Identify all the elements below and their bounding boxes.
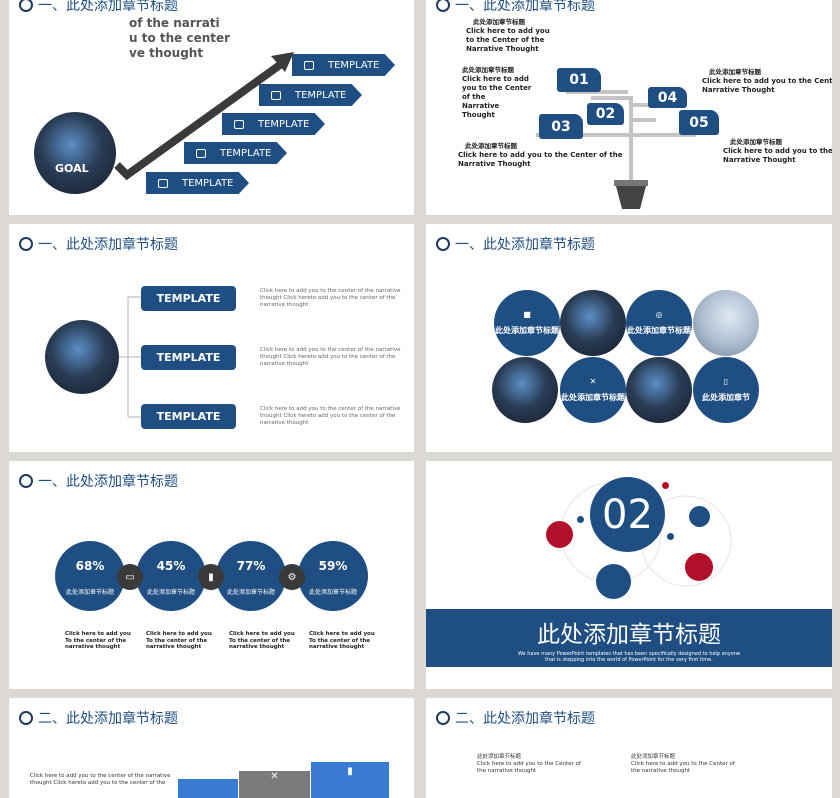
percent-circle-4: 59%此处添加章节标题 <box>298 541 368 611</box>
slide-title: 一、此处添加章节标题 <box>19 234 178 254</box>
gear-icon <box>271 90 281 100</box>
slide-title: 一、此处添加章节标题 <box>436 0 595 15</box>
edit-icon <box>689 506 710 527</box>
overlay-text-3: ve thought <box>129 46 204 60</box>
template-ribbon-2: TEMPLATE <box>259 84 362 106</box>
globe-image <box>45 320 119 394</box>
percent-circle-2: 45%此处添加章节标题 <box>136 541 206 611</box>
slide-3[interactable]: 一、此处添加章节标题 TEMPLATE TEMPLATE TEMPLATE Cl… <box>9 224 414 452</box>
description-2: Click here to add you to the center of t… <box>260 347 401 367</box>
number-box-03: 03 <box>539 114 583 139</box>
ring-icon <box>436 0 450 12</box>
slide-title: 一、此处添加章节标题 <box>19 471 178 491</box>
percent-circle-1: 68%此处添加章节标题 <box>55 541 125 611</box>
slide-7[interactable]: 二、此处添加章节标题 Click here to add you to the … <box>9 698 414 798</box>
dot <box>662 482 669 489</box>
section-subtitle: that is stepping into the world of Power… <box>545 657 713 663</box>
briefcase-icon: ■ <box>523 310 531 319</box>
template-ribbon-5: TEMPLATE <box>146 172 249 194</box>
slide-title: 二、此处添加章节标题 <box>436 708 595 728</box>
percent-circle-3: 77%此处添加章节标题 <box>216 541 286 611</box>
bar-chart-icon: ▮ <box>198 564 224 590</box>
description-3: Click here to add you To the center of t… <box>229 631 295 650</box>
description-1: Click here to add you To the center of t… <box>65 631 131 650</box>
description-4: Click here to add you To the center of t… <box>309 631 375 650</box>
dot <box>577 516 584 523</box>
tools-circle: ✕此处添加章节标题 <box>560 357 626 423</box>
template-ribbon-1: TEMPLATE <box>292 54 395 76</box>
template-button-3[interactable]: TEMPLATE <box>141 404 236 429</box>
alarm-icon <box>685 553 713 581</box>
wrench-icon: ✕ <box>589 377 597 386</box>
ring-icon <box>436 711 450 725</box>
description-1: Click here to add you to the center of t… <box>260 288 401 308</box>
ring-icon <box>19 0 33 12</box>
slide-1[interactable]: 一、此处添加章节标题 GOAL TEMPLATE TEMPLATE TEMPLA… <box>9 0 414 215</box>
target-icon: ◎ <box>655 310 663 319</box>
chart-board-icon <box>596 564 631 599</box>
slide-title: 一、此处添加章节标题 <box>436 234 595 254</box>
step-bar-2: ✕ <box>239 771 310 798</box>
template-button-1[interactable]: TEMPLATE <box>141 286 236 311</box>
slide-title: 二、此处添加章节标题 <box>19 708 178 728</box>
head-icon <box>196 148 206 158</box>
section-subtitle: We have many PowerPoint templates that h… <box>517 651 741 657</box>
template-button-2[interactable]: TEMPLATE <box>141 345 236 370</box>
goal-image <box>34 112 116 194</box>
template-ribbon-4: TEMPLATE <box>184 142 287 164</box>
photo-circle <box>626 357 692 423</box>
slide-title: 一、此处添加章节标题 <box>19 0 178 15</box>
photo-circle <box>560 290 626 356</box>
chat-icon <box>304 60 314 70</box>
ring-icon <box>19 474 33 488</box>
goal-label: GOAL <box>55 162 89 175</box>
slide-4[interactable]: 一、此处添加章节标题 ■此处添加章节标题 ◎此处添加章节标题 ✕此处添加章节标题… <box>426 224 832 452</box>
presentation-icon <box>546 521 573 548</box>
template-ribbon-3: TEMPLATE <box>222 113 325 135</box>
section-heading: 此处添加章节标题 <box>537 622 721 648</box>
ring-icon <box>19 237 33 251</box>
slide-6[interactable]: 02 此处添加章节标题 We have many PowerPoint temp… <box>426 461 832 689</box>
chat-icon: ▭ <box>117 564 143 590</box>
number-box-01: 01 <box>557 68 601 92</box>
overlay-text-1: of the narrati <box>129 16 220 30</box>
number-box-04: 04 <box>648 87 687 108</box>
phone-circle: ▯此处添加章节 <box>693 357 759 423</box>
photo-circle <box>492 357 558 423</box>
step-bar-3: ▮ <box>311 762 389 798</box>
connector-lines <box>119 296 141 418</box>
number-box-05: 05 <box>679 110 719 135</box>
section-number-circle: 02 <box>590 477 665 552</box>
overlay-text-2: u to the center <box>129 31 231 45</box>
phone-icon <box>234 119 244 129</box>
tree-branches <box>536 90 696 209</box>
slide-5[interactable]: 一、此处添加章节标题 68%此处添加章节标题 45%此处添加章节标题 77%此处… <box>9 461 414 689</box>
target-circle: ◎此处添加章节标题 <box>626 290 692 356</box>
ring-icon <box>436 237 450 251</box>
ring-icon <box>19 711 33 725</box>
gears-icon: ⚙ <box>279 564 305 590</box>
description: Click here to add you to the center of t… <box>30 773 171 786</box>
title-band: 此处添加章节标题 We have many PowerPoint templat… <box>426 609 832 667</box>
phone-icon: ▯ <box>723 377 729 386</box>
briefcase-circle: ■此处添加章节标题 <box>494 290 560 356</box>
growth-arrow <box>114 52 294 181</box>
bar-chart-icon <box>158 178 168 188</box>
step-bar-1 <box>178 779 238 798</box>
number-box-02: 02 <box>587 103 624 125</box>
description-2: Click here to add you To the center of t… <box>146 631 212 650</box>
photo-circle <box>693 290 759 356</box>
dot <box>667 533 674 540</box>
description-3: Click here to add you to the center of t… <box>260 406 401 426</box>
